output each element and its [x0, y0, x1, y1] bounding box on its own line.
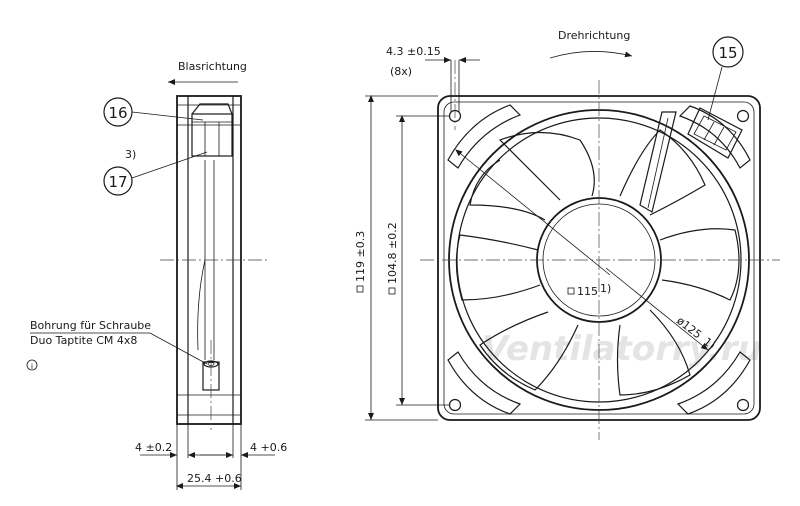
airflow-label: Blasrichtung [178, 60, 247, 73]
front-view: Drehrichtung [354, 29, 780, 440]
note-3-marker: 3) [125, 148, 136, 161]
dim-depth: 25.4 +0.6 [187, 472, 242, 485]
dim-diameter-line [605, 267, 709, 351]
balloon-17-leader [131, 151, 208, 179]
screw-hole-leader [30, 332, 208, 365]
balloon-15-leader [707, 66, 723, 121]
dim-pitch: 104.8 ±0.2 [386, 222, 399, 284]
dim-diag: 115 [577, 285, 598, 298]
dim-right-flange: 4 +0.6 [250, 441, 287, 454]
hole-size-dim: 4.3 ±0.15 [386, 45, 441, 58]
svg-text:i: i [31, 362, 33, 371]
cable-channel [639, 111, 677, 213]
balloon-15 [712, 36, 744, 68]
side-view: Blasrichtung 16 3) 17 [26, 60, 287, 490]
screw-hole-label-line1: Bohrung für Schraube [30, 319, 151, 332]
hole-count: (8x) [390, 65, 412, 78]
info-icon [26, 359, 38, 371]
mount-hole-bl [448, 398, 462, 412]
fan-blades [455, 129, 740, 396]
dim-diag-note: 1) [600, 282, 611, 295]
balloon-16-leader [131, 111, 204, 121]
dim-diag-line [455, 149, 611, 276]
rotation-arrow [549, 51, 633, 59]
screw-hole-label-line2: Duo Taptite CM 4x8 [30, 334, 137, 347]
front-connector [687, 107, 743, 159]
balloon-16-text: 16 [108, 104, 127, 122]
mount-hole-tr [736, 109, 750, 123]
dim-left-flange: 4 ±0.2 [135, 441, 172, 454]
balloon-17 [103, 166, 133, 196]
balloon-15-text: 15 [718, 44, 737, 62]
side-connector [191, 113, 233, 157]
mount-hole-br [736, 398, 750, 412]
dim-square: 119 ±0.3 [354, 231, 367, 282]
watermark: Ventilatorry.ru [482, 329, 762, 369]
rotation-label: Drehrichtung [558, 29, 630, 42]
balloon-17-text: 17 [108, 173, 127, 191]
